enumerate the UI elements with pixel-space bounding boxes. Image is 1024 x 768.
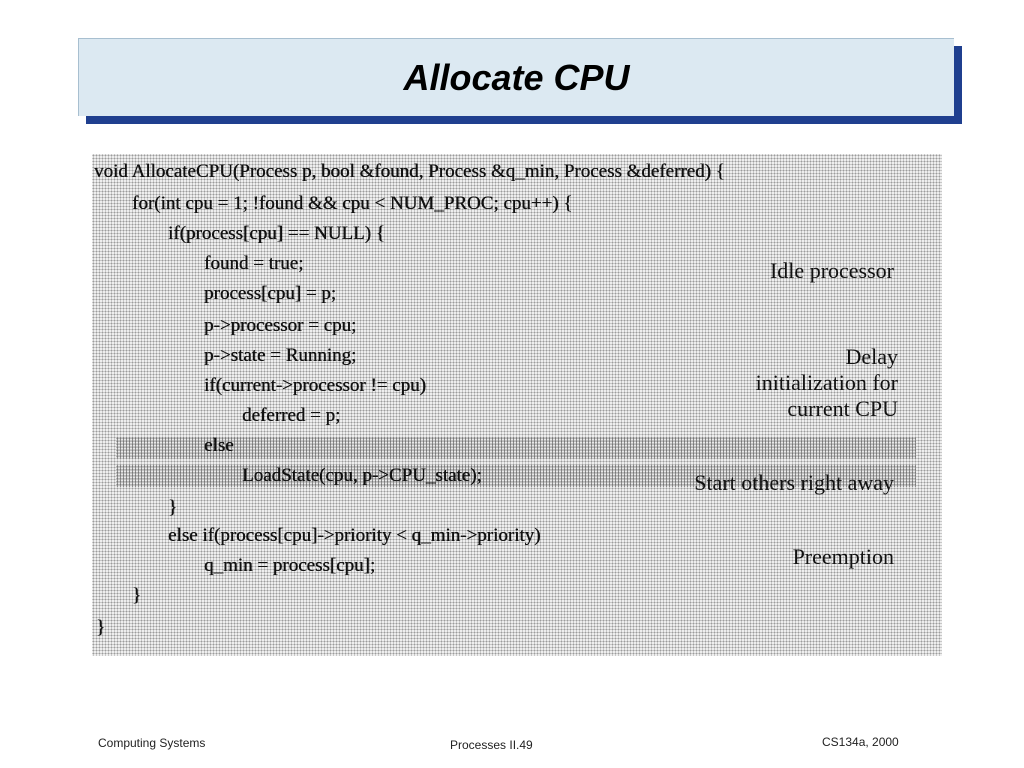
code-line: } <box>132 585 142 606</box>
code-line: p->state = Running; <box>204 345 357 366</box>
code-line: else <box>204 435 234 456</box>
footer-course-code: CS134a, 2000 <box>822 735 899 749</box>
code-line: } <box>96 617 106 638</box>
code-line: LoadState(cpu, p->CPU_state); <box>242 465 482 486</box>
code-panel: void AllocateCPU(Process p, bool &found,… <box>92 154 942 656</box>
note-delay-initialization: Delay initialization for current CPU <box>755 344 898 421</box>
slide-title: Allocate CPU <box>403 56 630 98</box>
footer-course-name: Computing Systems <box>98 736 206 750</box>
code-line: found = true; <box>204 253 304 274</box>
title-bar: Allocate CPU <box>78 38 954 116</box>
code-line: } <box>168 497 178 518</box>
code-line: deferred = p; <box>242 405 341 426</box>
code-line: q_min = process[cpu]; <box>204 555 376 576</box>
code-line: void AllocateCPU(Process p, bool &found,… <box>94 161 725 182</box>
code-line: else if(process[cpu]->priority < q_min->… <box>168 525 541 546</box>
code-line: p->processor = cpu; <box>204 315 357 336</box>
note-idle-processor: Idle processor <box>769 258 894 283</box>
footer-slide-number: Processes II.49 <box>450 738 533 752</box>
code-line: if(process[cpu] == NULL) { <box>168 223 385 244</box>
note-preemption: Preemption <box>792 544 894 569</box>
highlight-band-loadstate <box>116 465 916 487</box>
code-line: process[cpu] = p; <box>204 283 337 304</box>
note-start-others: Start others right away <box>694 470 894 495</box>
code-line: for(int cpu = 1; !found && cpu < NUM_PRO… <box>132 193 573 214</box>
code-line: if(current->processor != cpu) <box>204 375 426 396</box>
highlight-band-else <box>116 437 916 459</box>
